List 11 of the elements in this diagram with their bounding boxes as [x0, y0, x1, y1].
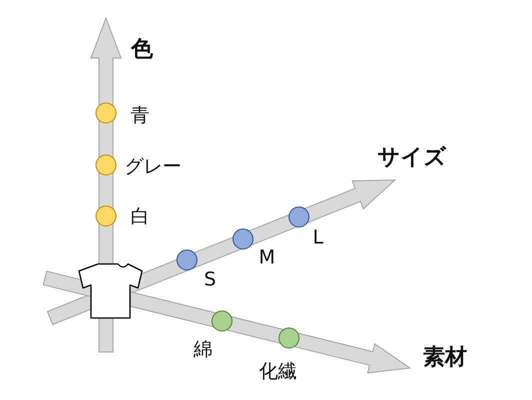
value-label: 青 [130, 106, 150, 126]
value-label: 綿 [194, 340, 212, 360]
value-label: グレー [124, 156, 182, 178]
axis-title: 素材 [423, 346, 467, 370]
value-label: 化繊 [259, 362, 297, 382]
value-label: L [312, 228, 324, 248]
axis-title: 色 [131, 38, 153, 62]
value-label: M [258, 248, 276, 268]
value-label: 白 [130, 206, 150, 228]
value-label: S [204, 270, 216, 290]
axis-title: サイズ [378, 146, 446, 170]
